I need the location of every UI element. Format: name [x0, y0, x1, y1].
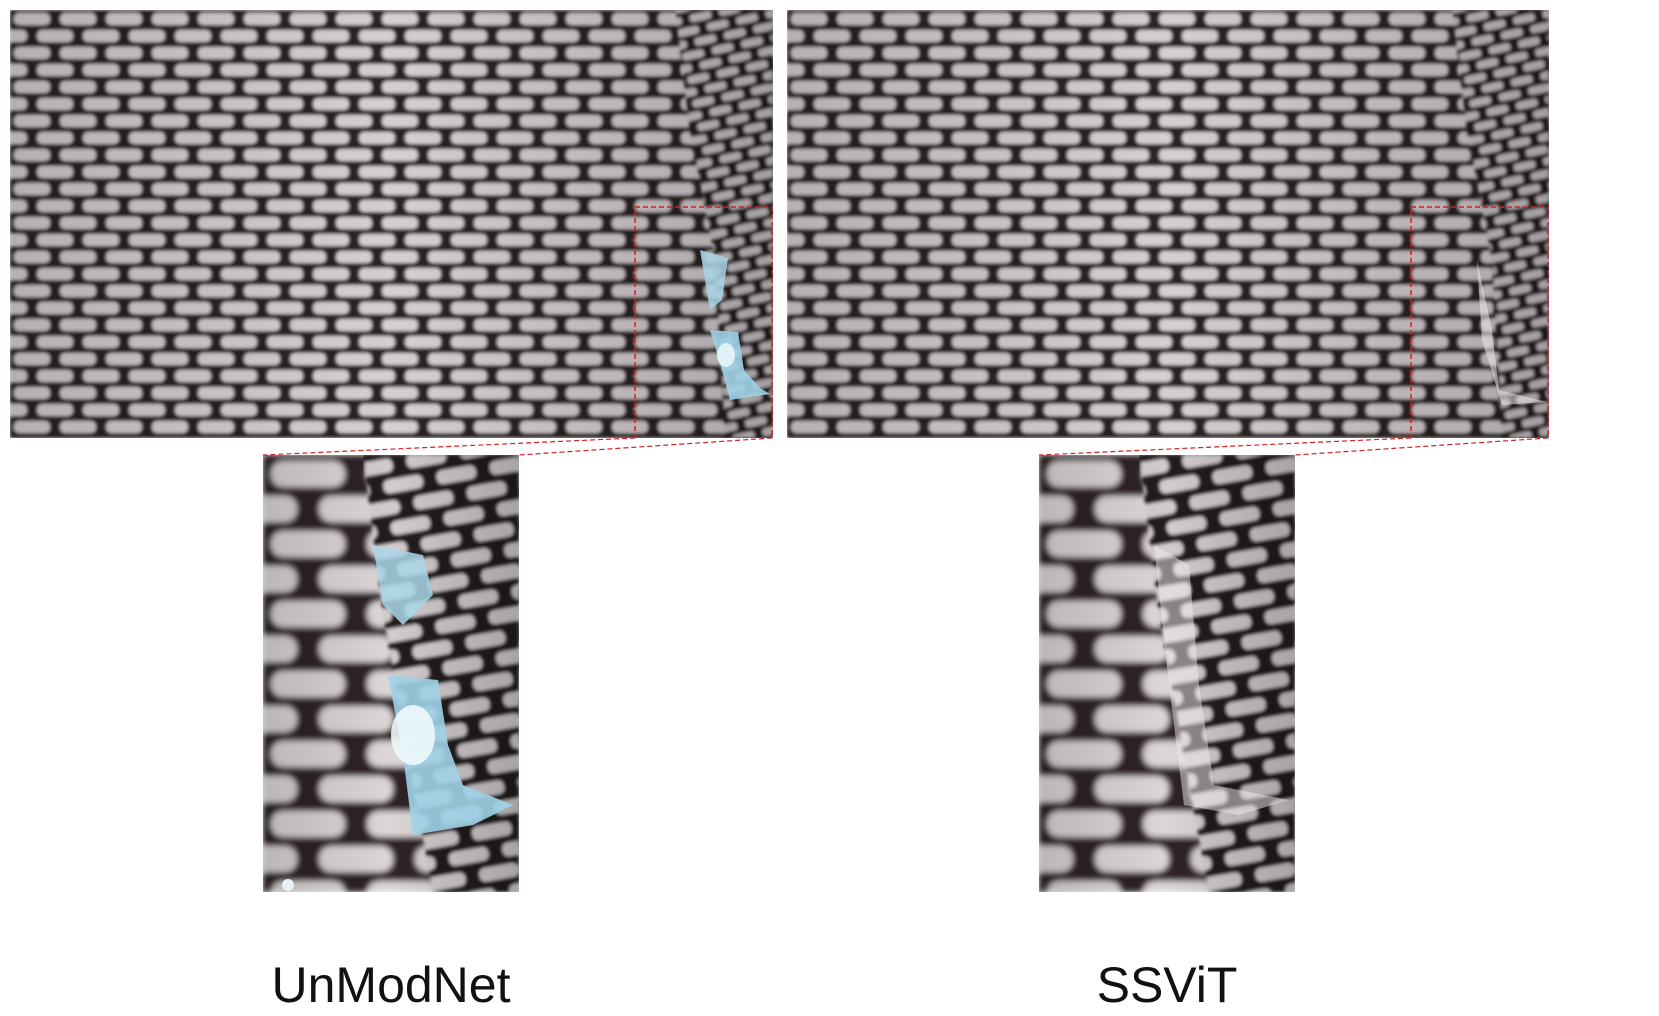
ssvit-main-image [787, 10, 1549, 438]
caption-ssvit: SSViT [1096, 957, 1238, 1013]
artifact-region [700, 250, 770, 400]
unmodnet-zoom-crop [263, 455, 519, 892]
artifact-region-zoom [282, 545, 513, 891]
caption-unmodnet: UnModNet [271, 957, 511, 1013]
specular-highlight-zoom [1154, 545, 1289, 815]
ssvit-zoom-crop [1039, 455, 1295, 892]
unmodnet-main-image [10, 10, 773, 438]
zoom-box [634, 206, 773, 438]
specular-highlight [1477, 260, 1547, 405]
zoom-box [1410, 206, 1549, 438]
